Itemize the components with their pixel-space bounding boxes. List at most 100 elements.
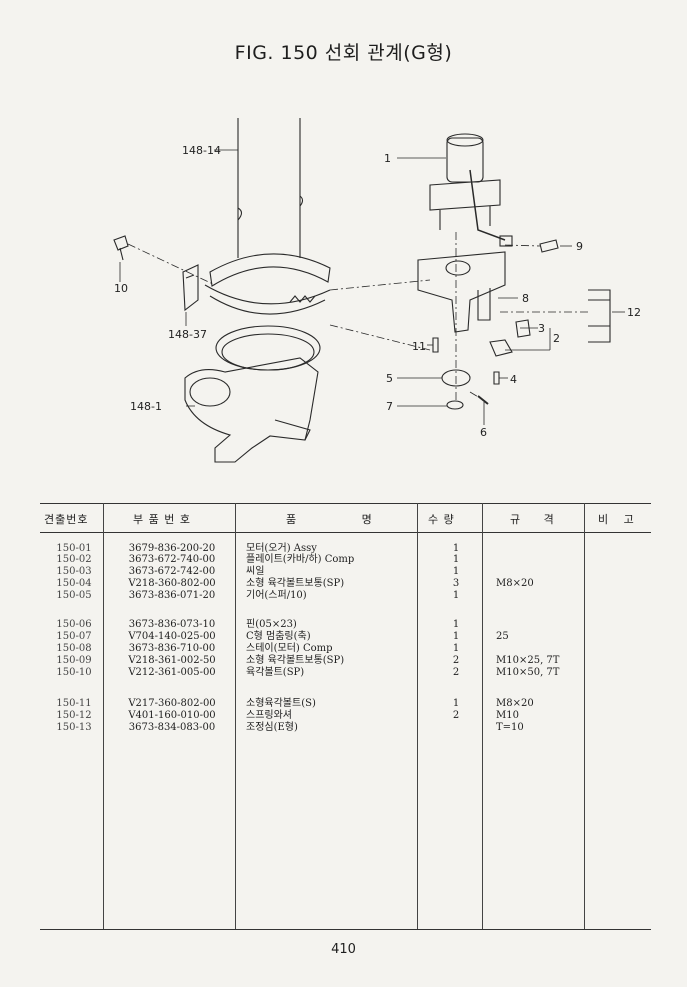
table-cell-qty: 2 xyxy=(452,655,460,666)
table-cell-name: C형 멈춤링(축) xyxy=(246,631,311,642)
table-top-rule xyxy=(40,503,651,504)
callout-148-1: 148-1 xyxy=(130,400,162,413)
header-qty: 수 량 xyxy=(428,513,455,526)
table-cell-part: 3673-834-083-00 xyxy=(128,722,216,733)
table-cell-name: 조정심(E형) xyxy=(246,722,298,733)
table-cell-no: 150-10 xyxy=(56,667,92,678)
pin xyxy=(477,395,489,405)
header-spec: 규 격 xyxy=(510,513,555,526)
table-cell-no: 150-13 xyxy=(56,722,92,733)
table-cell-name: 육각볼트(SP) xyxy=(246,667,305,678)
table-cell-no: 150-09 xyxy=(56,655,92,666)
callout-3: 3 xyxy=(538,322,545,335)
table-cell-no: 150-08 xyxy=(56,643,92,654)
table-cell-name: 플레이트(카바/하) Comp xyxy=(246,554,355,565)
table-cell-qty: 2 xyxy=(452,667,460,678)
table-cell-name: 소형 육각볼트보통(SP) xyxy=(246,655,345,666)
callout-9: 9 xyxy=(576,240,583,253)
table-cell-spec: T=10 xyxy=(496,722,524,733)
table-cell-part: V217-360-802-00 xyxy=(128,698,216,709)
snap-ring xyxy=(446,400,464,410)
column-pipe xyxy=(237,118,301,258)
motor-flange xyxy=(429,179,501,211)
table-cell-spec: M10×25, 7T xyxy=(496,655,560,666)
table-header-rule xyxy=(40,532,651,533)
table-cell-name: 씨일 xyxy=(246,566,265,577)
table-cell-name: 기어(스퍼/10) xyxy=(246,590,307,601)
callout-2: 2 xyxy=(553,332,560,345)
table-cell-part: 3673-672-740-00 xyxy=(128,554,216,565)
header-part-name: 품 명 xyxy=(286,513,373,526)
table-cell-no: 150-07 xyxy=(56,631,92,642)
bracket xyxy=(182,264,199,312)
shim xyxy=(588,289,611,343)
exploded-parts-diagram: 148-14 1 9 8 10 148-37 148-1 11 5 7 6 4 … xyxy=(113,118,641,463)
table-cell-qty: 1 xyxy=(452,631,460,642)
callout-6: 6 xyxy=(480,426,487,439)
base-housing xyxy=(184,357,319,463)
table-cell-name: 소형육각볼트(S) xyxy=(246,698,316,709)
callout-8: 8 xyxy=(522,292,529,305)
table-cell-spec: M10×50, 7T xyxy=(496,667,560,678)
callout-7: 7 xyxy=(386,400,393,413)
callout-11: 11 xyxy=(412,340,426,353)
col-divider xyxy=(417,503,418,929)
table-cell-no: 150-03 xyxy=(56,566,92,577)
callout-4: 4 xyxy=(510,373,517,386)
table-cell-part: 3673-836-073-10 xyxy=(128,619,216,630)
table-cell-qty: 1 xyxy=(452,566,460,577)
table-cell-name: 소형 육각볼트보통(SP) xyxy=(246,578,345,589)
table-bottom-rule xyxy=(40,929,651,930)
callout-148-37: 148-37 xyxy=(168,328,207,341)
header-no: 견출번호 xyxy=(44,513,89,526)
callout-10: 10 xyxy=(114,282,128,295)
table-cell-part: V218-361-002-50 xyxy=(128,655,216,666)
table-cell-qty: 1 xyxy=(452,554,460,565)
table-cell-part: V704-140-025-00 xyxy=(128,631,216,642)
table-cell-qty: 2 xyxy=(452,710,460,721)
table-cell-no: 150-05 xyxy=(56,590,92,601)
callout-5: 5 xyxy=(386,372,393,385)
col-divider xyxy=(103,503,104,929)
callout-148-14: 148-14 xyxy=(182,144,221,157)
table-cell-name: 스테이(모터) Comp xyxy=(246,643,333,654)
table-cell-no: 150-04 xyxy=(56,578,92,589)
table-cell-qty: 1 xyxy=(452,543,460,554)
plate xyxy=(489,339,513,357)
table-cell-no: 150-11 xyxy=(56,698,92,709)
table-cell-part: 3673-836-071-20 xyxy=(128,590,216,601)
table-cell-qty: 1 xyxy=(452,698,460,709)
table-cell-qty: 1 xyxy=(452,643,460,654)
table-cell-name: 모터(오거) Assy xyxy=(246,543,317,554)
table-cell-part: 3673-672-742-00 xyxy=(128,566,216,577)
table-cell-no: 150-01 xyxy=(56,543,92,554)
table-cell-part: V401-160-010-00 xyxy=(128,710,216,721)
table-cell-name: 스프링와셔 xyxy=(246,710,292,721)
page-title: FIG. 150 선회 관계(G형) xyxy=(234,42,453,64)
callout-12: 12 xyxy=(627,306,641,319)
table-cell-spec: M10 xyxy=(496,710,519,721)
header-part-number: 부 품 번 호 xyxy=(133,513,191,526)
table-cell-spec: M8×20 xyxy=(496,698,534,709)
header-note: 비 고 xyxy=(598,513,635,526)
swing-gear-ring xyxy=(209,253,331,287)
bolt-10 xyxy=(113,235,129,261)
table-cell-no: 150-12 xyxy=(56,710,92,721)
col-divider xyxy=(584,503,585,929)
table-cell-part: 3679-836-200-20 xyxy=(128,543,216,554)
col-divider xyxy=(482,503,483,929)
table-cell-part: V218-360-802-00 xyxy=(128,578,216,589)
table-cell-spec: M8×20 xyxy=(496,578,534,589)
col-divider xyxy=(235,503,236,929)
table-cell-qty: 1 xyxy=(452,619,460,630)
table-cell-part: 3673-836-710-00 xyxy=(128,643,216,654)
table-cell-qty: 3 xyxy=(452,578,460,589)
motor-stay xyxy=(417,251,506,333)
table-cell-no: 150-02 xyxy=(56,554,92,565)
table-cell-qty: 1 xyxy=(452,590,460,601)
table-cell-part: V212-361-005-00 xyxy=(128,667,216,678)
callout-1: 1 xyxy=(384,152,391,165)
page-number: 410 xyxy=(331,942,356,957)
table-cell-name: 핀(05×23) xyxy=(246,619,297,630)
table-cell-spec: 25 xyxy=(496,631,509,642)
